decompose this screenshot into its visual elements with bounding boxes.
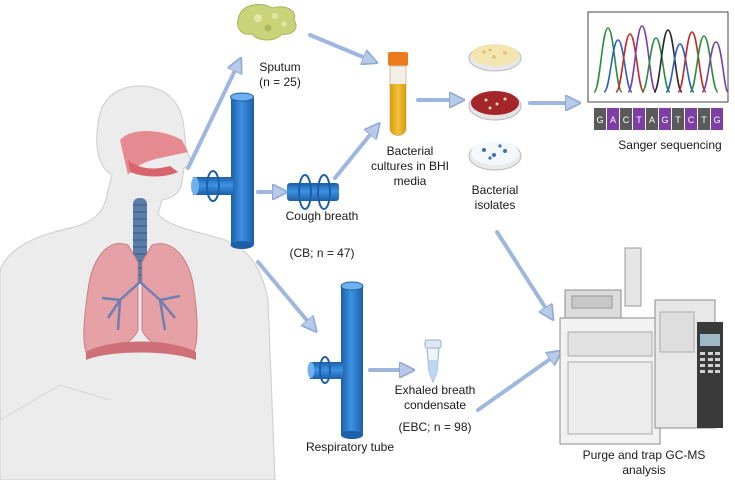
base-tile <box>620 108 632 130</box>
base-letter: T <box>701 115 707 125</box>
arrow-isolates-to-gcms <box>495 230 552 318</box>
ebc-label-3: (EBC; n = 98) <box>398 420 472 434</box>
base-letter: A <box>610 115 616 125</box>
gcms-label-1: Purge and trap GC-MS <box>582 448 706 462</box>
base-letter: G <box>596 115 603 125</box>
base-tile <box>711 108 723 130</box>
base-letter: T <box>675 115 681 125</box>
base-tile <box>698 108 710 130</box>
sanger-label: Sanger sequencing <box>618 138 722 152</box>
respiratory-tube-ebc <box>307 281 364 439</box>
ebc-microtube <box>424 339 442 384</box>
petri-dish-yellow <box>468 44 522 72</box>
respiratory-tube-mouthpiece <box>191 92 254 249</box>
arrows <box>186 33 578 412</box>
respiratory-tube-label: Respiratory tube <box>305 440 395 454</box>
cultures-label-2: cultures in BHI <box>370 159 450 173</box>
sputum-sample <box>237 4 297 41</box>
ebc-label-1: Exhaled breath <box>394 383 476 397</box>
sputum-count: (n = 25) <box>259 75 301 89</box>
sputum-label: Sputum <box>259 60 301 74</box>
arrow-mouth-to-sputum <box>186 60 240 170</box>
cough-breath-count: (CB; n = 47) <box>289 246 355 260</box>
gcms-instrument <box>559 247 723 445</box>
base-tile <box>633 108 645 130</box>
culture-tube <box>388 52 408 136</box>
arrow-sputum-to-cultures <box>308 33 375 62</box>
lungs <box>83 243 198 360</box>
nasal-passage <box>120 131 188 177</box>
arrow-ebc-to-gcms <box>476 352 560 412</box>
arrow-tube-to-respiratory <box>256 260 315 330</box>
isolates-label-1: Bacterial <box>471 183 519 197</box>
base-tile <box>685 108 697 130</box>
base-letter: G <box>713 115 720 125</box>
base-tile <box>659 108 671 130</box>
base-tile <box>607 108 619 130</box>
sanger-chromatogram <box>587 11 729 103</box>
cultures-label-3: media <box>393 174 427 188</box>
petri-dish-blue <box>468 141 522 171</box>
base-tile <box>672 108 684 130</box>
base-tile <box>646 108 658 130</box>
cough-breath-label: Cough breath <box>285 209 359 223</box>
isolates-label-2: isolates <box>474 198 516 212</box>
base-letter: C <box>623 115 630 125</box>
petri-dish-red <box>468 91 522 121</box>
cultures-label-1: Bacterial <box>386 144 434 158</box>
base-letter: C <box>688 115 695 125</box>
base-letter: A <box>649 115 655 125</box>
base-tile <box>594 108 606 130</box>
cough-breath-device <box>287 174 339 210</box>
arrow-cough-to-cultures <box>333 125 378 180</box>
ebc-label-2: condensate <box>403 398 467 412</box>
base-letter: T <box>636 115 642 125</box>
gcms-label-2: analysis <box>622 463 666 477</box>
base-letter: G <box>661 115 668 125</box>
